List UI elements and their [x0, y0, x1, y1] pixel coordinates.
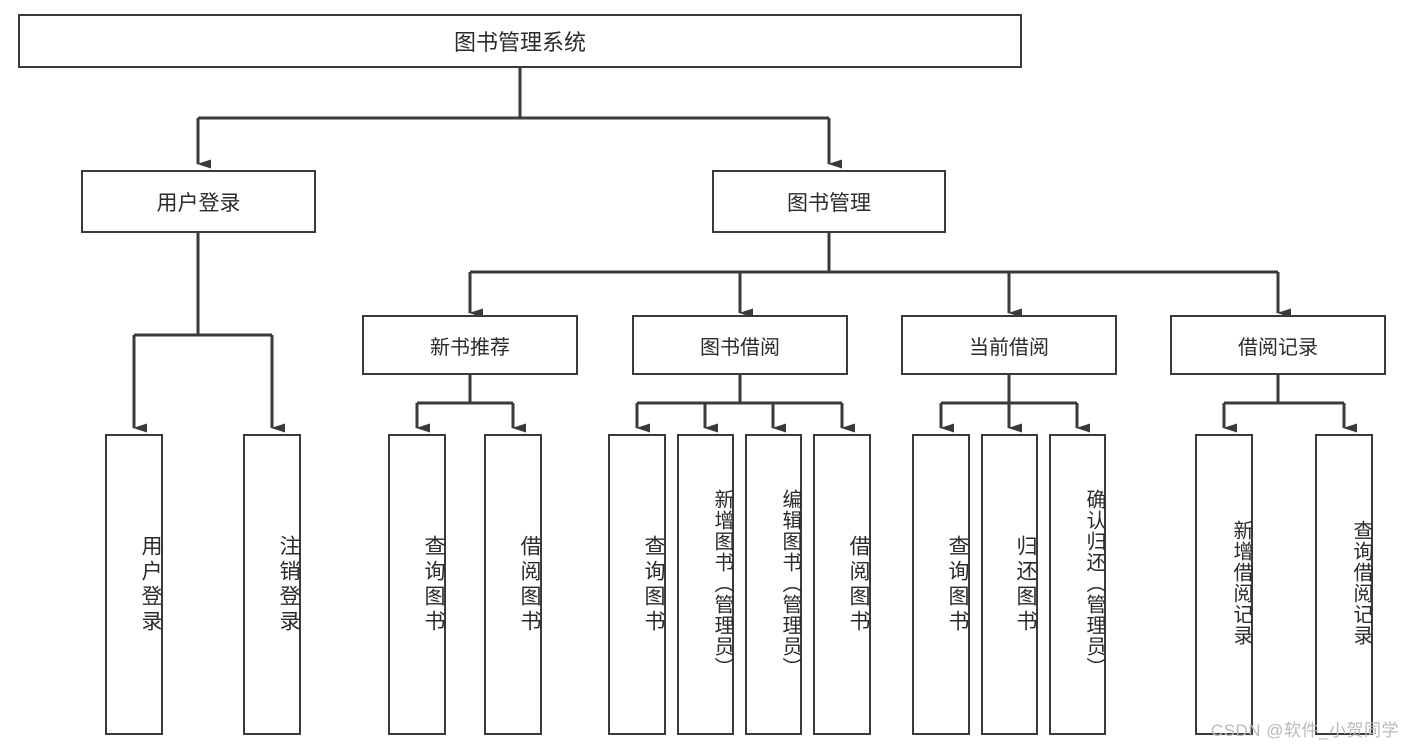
node-current-borrow[interactable]: 当前借阅	[901, 315, 1117, 375]
node-leaf-return-book-label: 归还图书	[1014, 534, 1037, 635]
node-leaf-user-login-label: 用户登录	[139, 534, 162, 635]
node-leaf-add-book-label: 新增图书（管理员）	[711, 488, 733, 678]
node-leaf-borrow-book-1-label: 借阅图书	[518, 534, 541, 635]
node-leaf-add-record[interactable]: 新增借阅记录	[1195, 434, 1253, 735]
node-book-manage-label: 图书管理	[787, 191, 871, 215]
node-book-borrow-label: 图书借阅	[700, 336, 780, 359]
node-current-borrow-label: 当前借阅	[969, 336, 1049, 359]
node-leaf-edit-book-label: 编辑图书（管理员）	[779, 488, 801, 678]
node-leaf-user-login[interactable]: 用户登录	[105, 434, 163, 735]
node-leaf-logout[interactable]: 注销登录	[243, 434, 301, 735]
node-leaf-query-record-label: 查询借阅记录	[1350, 520, 1372, 646]
node-leaf-add-record-label: 新增借阅记录	[1230, 520, 1252, 646]
node-leaf-query-book-2[interactable]: 查询图书	[608, 434, 666, 735]
node-user-login[interactable]: 用户登录	[81, 170, 316, 233]
node-leaf-confirm-return-label: 确认归还（管理员）	[1083, 488, 1105, 678]
node-leaf-query-book-3-label: 查询图书	[946, 534, 969, 635]
node-leaf-query-record[interactable]: 查询借阅记录	[1315, 434, 1373, 735]
node-root-label: 图书管理系统	[453, 30, 586, 55]
node-leaf-confirm-return[interactable]: 确认归还（管理员）	[1049, 434, 1106, 735]
node-leaf-borrow-book-2[interactable]: 借阅图书	[813, 434, 871, 735]
node-new-book-rec-label: 新书推荐	[430, 336, 510, 359]
node-leaf-return-book[interactable]: 归还图书	[981, 434, 1038, 735]
node-borrow-record-label: 借阅记录	[1238, 336, 1318, 359]
node-leaf-borrow-book-1[interactable]: 借阅图书	[484, 434, 542, 735]
node-book-manage[interactable]: 图书管理	[712, 170, 946, 233]
node-leaf-add-book[interactable]: 新增图书（管理员）	[677, 434, 734, 735]
node-root[interactable]: 图书管理系统	[18, 14, 1022, 68]
node-leaf-query-book-1[interactable]: 查询图书	[388, 434, 446, 735]
node-leaf-edit-book[interactable]: 编辑图书（管理员）	[745, 434, 802, 735]
node-leaf-query-book-2-label: 查询图书	[642, 534, 665, 635]
node-leaf-borrow-book-2-label: 借阅图书	[847, 534, 870, 635]
node-user-login-label: 用户登录	[156, 191, 241, 215]
node-book-borrow[interactable]: 图书借阅	[632, 315, 848, 375]
node-leaf-query-book-3[interactable]: 查询图书	[912, 434, 970, 735]
node-leaf-logout-label: 注销登录	[277, 534, 300, 635]
node-new-book-rec[interactable]: 新书推荐	[362, 315, 578, 375]
node-leaf-query-book-1-label: 查询图书	[422, 534, 445, 635]
node-borrow-record[interactable]: 借阅记录	[1170, 315, 1386, 375]
